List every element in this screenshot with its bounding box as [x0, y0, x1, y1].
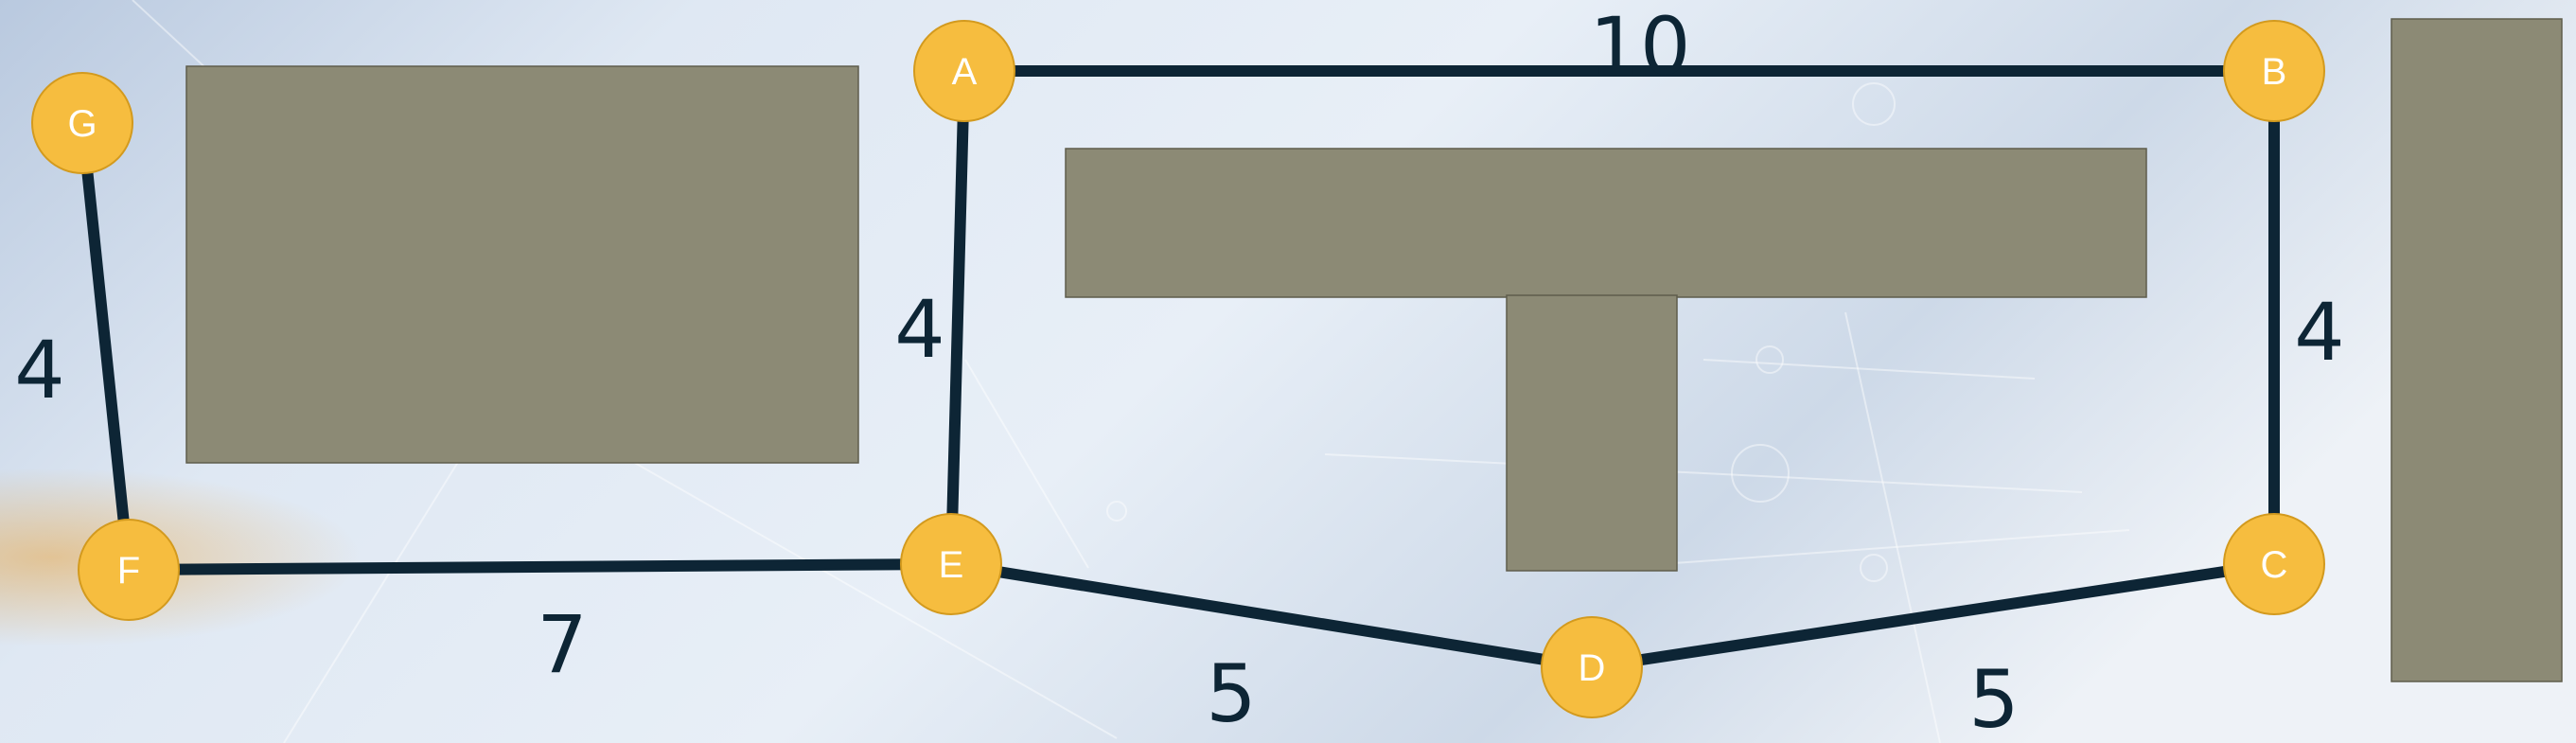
- node-b-circle: [2223, 20, 2325, 122]
- node-g-circle: [31, 72, 133, 174]
- node-d-label: D: [1579, 647, 1606, 689]
- obstacle-block-top: [1065, 148, 2147, 298]
- node-f[interactable]: F: [78, 519, 180, 621]
- node-f-label: F: [117, 550, 140, 592]
- edges: [77, 65, 2280, 673]
- node-f-circle: [78, 519, 180, 621]
- nodes: A B C D E F G: [31, 20, 2325, 718]
- weight-label-f-g: 4: [14, 324, 64, 416]
- obstacle-blocks: [185, 18, 2563, 682]
- obstacle-block-left: [185, 65, 859, 464]
- node-a[interactable]: A: [913, 20, 1015, 122]
- node-e-label: E: [939, 544, 964, 586]
- node-g-label: G: [67, 103, 97, 145]
- edge-e-a: [945, 65, 970, 570]
- node-b[interactable]: B: [2223, 20, 2325, 122]
- weight-label-e-a: 4: [894, 283, 944, 376]
- weight-label-c-d: 5: [1968, 653, 2019, 743]
- edge-f-g: [77, 117, 134, 575]
- node-c-label: C: [2261, 544, 2288, 586]
- node-a-circle: [913, 20, 1015, 122]
- node-c[interactable]: C: [2223, 513, 2325, 615]
- weight-label-d-e: 5: [1206, 647, 1256, 740]
- weight-label-e-f: 7: [537, 598, 587, 691]
- edge-d-e: [945, 558, 1597, 673]
- obstacle-block-right: [2391, 18, 2563, 682]
- edge-e-f: [123, 558, 957, 575]
- node-g[interactable]: G: [31, 72, 133, 174]
- node-e-circle: [900, 513, 1002, 615]
- background-circuit-texture: [132, 0, 2130, 743]
- node-a-label: A: [952, 51, 978, 93]
- node-d[interactable]: D: [1541, 616, 1643, 718]
- edge-weights: 10 4 5 5 4 7 4: [14, 0, 2344, 743]
- node-e[interactable]: E: [900, 513, 1002, 615]
- weight-label-b-c: 4: [2294, 286, 2344, 379]
- node-c-circle: [2223, 513, 2325, 615]
- weight-label-a-b: 10: [1590, 0, 1691, 93]
- node-b-label: B: [2262, 51, 2287, 93]
- node-d-circle: [1541, 616, 1643, 718]
- edge-c-d: [1586, 558, 2280, 673]
- obstacle-block-stem: [1506, 294, 1678, 572]
